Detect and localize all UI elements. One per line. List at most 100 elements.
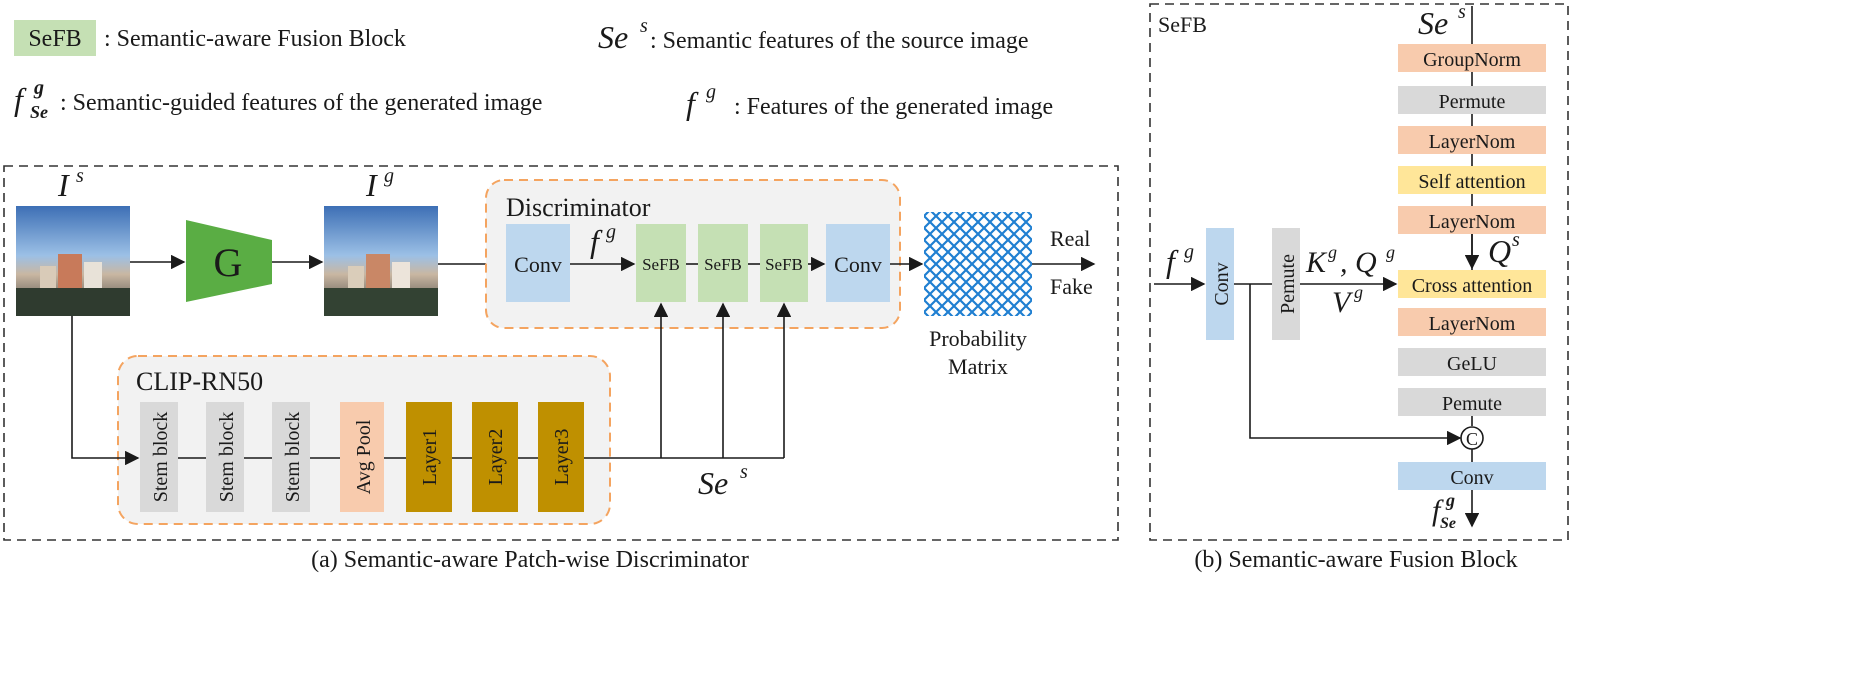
panel-b-title: SeFB bbox=[1158, 12, 1207, 37]
sefb-pemute-vertical bbox=[1272, 228, 1300, 340]
sefb-block-3-label: SeFB bbox=[765, 255, 803, 274]
fseg-legend-sub: Se bbox=[30, 102, 48, 122]
stack-layernorm-2-label: LayerNom bbox=[1429, 211, 1516, 233]
generator-trapezoid bbox=[186, 220, 272, 302]
stack-layernorm-1 bbox=[1398, 126, 1546, 154]
stack-layernorm-1-label: LayerNom bbox=[1429, 131, 1516, 153]
arrow-source-to-clip bbox=[71, 316, 140, 466]
stack-self-attention bbox=[1398, 166, 1546, 194]
kq-mid: , Q bbox=[1340, 246, 1377, 279]
ses-legend-desc: : Semantic features of the source image bbox=[650, 28, 1029, 54]
disc-conv-1 bbox=[506, 224, 570, 302]
fg-legend-symbol: f bbox=[686, 85, 699, 121]
clip-layer1-label: Layer1 bbox=[419, 429, 441, 486]
clip-avg-pool-label: Avg Pool bbox=[353, 419, 375, 494]
sefb-block-1 bbox=[636, 224, 686, 302]
fg-legend-sup: g bbox=[706, 81, 716, 103]
stack-cross-attention-label: Cross attention bbox=[1412, 275, 1533, 297]
panel-b: SeFB Se s GroupNorm Permute LayerNom Sel… bbox=[1149, 1, 1569, 573]
qs-label: Q bbox=[1488, 233, 1511, 269]
sefb-legend-badge bbox=[14, 20, 96, 56]
stack-layernorm-2 bbox=[1398, 206, 1546, 234]
fake-label: Fake bbox=[1050, 274, 1093, 299]
stack-permute bbox=[1398, 86, 1546, 114]
panel-a: I s G I g Discriminator Conv bbox=[3, 165, 1119, 573]
fseg-legend-symbol: f bbox=[14, 81, 27, 117]
generated-image bbox=[324, 206, 438, 316]
source-image-sup: s bbox=[76, 165, 84, 187]
probability-matrix-label-1: Probability bbox=[929, 326, 1027, 351]
stack-groupnorm bbox=[1398, 44, 1546, 72]
probability-matrix bbox=[924, 212, 1032, 316]
clip-layer3-label: Layer3 bbox=[551, 429, 573, 486]
clip-layer3 bbox=[538, 402, 584, 512]
out-sup: g bbox=[1445, 490, 1455, 510]
v-label: V bbox=[1332, 286, 1354, 319]
clip-stem-block-1-label: Stem block bbox=[150, 412, 172, 503]
disc-conv-2 bbox=[826, 224, 890, 302]
clip-stem-block-1 bbox=[140, 402, 178, 512]
fseg-legend-desc: : Semantic-guided features of the genera… bbox=[60, 90, 542, 116]
v-sup: g bbox=[1354, 282, 1363, 302]
sefb-pemute-vertical-label: Pemute bbox=[1277, 254, 1299, 314]
generated-image-sup: g bbox=[384, 165, 394, 187]
clip-layer2 bbox=[472, 402, 518, 512]
probability-matrix-label-2: Matrix bbox=[948, 354, 1008, 379]
ses-label: Se bbox=[698, 465, 728, 501]
clip-title: CLIP-RN50 bbox=[136, 367, 263, 396]
real-label: Real bbox=[1050, 226, 1090, 251]
clip-layer1 bbox=[406, 402, 452, 512]
clip-stem-block-2 bbox=[206, 402, 244, 512]
fg-sup: g bbox=[606, 221, 616, 243]
ses-legend-symbol: Se bbox=[598, 19, 628, 55]
clip-avg-pool bbox=[340, 402, 384, 512]
discriminator-title: Discriminator bbox=[506, 193, 651, 222]
stack-cross-attention bbox=[1398, 270, 1546, 298]
kq-label: K bbox=[1305, 246, 1328, 279]
stack-pemute-label: Pemute bbox=[1442, 393, 1502, 415]
sefb-block-1-label: SeFB bbox=[642, 255, 680, 274]
ses-input-sup: s bbox=[1458, 1, 1466, 23]
stack-layernorm-3-label: LayerNom bbox=[1429, 313, 1516, 335]
sefb-block-2 bbox=[698, 224, 748, 302]
panel-b-caption: (b) Semantic-aware Fusion Block bbox=[1194, 547, 1517, 573]
ses-sup: s bbox=[740, 461, 748, 483]
stack-groupnorm-label: GroupNorm bbox=[1423, 49, 1521, 71]
clip-stem-block-3-label: Stem block bbox=[282, 412, 304, 503]
sefb-stack: GroupNorm Permute LayerNom Self attentio… bbox=[1398, 44, 1546, 416]
fg-legend-desc: : Features of the generated image bbox=[734, 94, 1053, 120]
clip-blocks: Stem block Stem block Stem block Avg Poo… bbox=[140, 402, 584, 512]
stack-permute-label: Permute bbox=[1439, 91, 1506, 113]
source-image bbox=[16, 206, 130, 316]
skip-connection bbox=[1249, 284, 1462, 446]
stack-gelu-label: GeLU bbox=[1447, 353, 1498, 375]
ses-legend-sup: s bbox=[640, 15, 648, 37]
stack-self-attention-label: Self attention bbox=[1418, 171, 1525, 193]
generated-image-label: I bbox=[365, 167, 378, 203]
panel-a-border bbox=[3, 165, 1119, 541]
qs-sup: s bbox=[1512, 229, 1520, 251]
kq-sup-1: g bbox=[1328, 242, 1337, 262]
legend: SeFB : Semantic-aware Fusion Block Se s … bbox=[14, 15, 1053, 122]
stack-gelu bbox=[1398, 348, 1546, 376]
stack-layernorm-3 bbox=[1398, 308, 1546, 336]
fg-input-sup: g bbox=[1184, 241, 1194, 263]
clip-stem-block-2-label: Stem block bbox=[216, 412, 238, 503]
sefb-legend-badge-text: SeFB bbox=[28, 26, 81, 52]
panel-b-border bbox=[1149, 3, 1569, 541]
disc-conv-1-label: Conv bbox=[514, 252, 562, 277]
sefb-conv-vertical bbox=[1206, 228, 1234, 340]
source-image-label: I bbox=[57, 167, 70, 203]
clip-stem-block-3 bbox=[272, 402, 310, 512]
ses-input-label: Se bbox=[1418, 5, 1448, 41]
sefb-out-conv bbox=[1398, 462, 1546, 490]
stack-pemute bbox=[1398, 388, 1546, 416]
fseg-legend-sup: g bbox=[33, 77, 44, 99]
kq-sup-2: g bbox=[1386, 242, 1395, 262]
sefb-legend-desc: : Semantic-aware Fusion Block bbox=[104, 26, 406, 52]
sefb-block-3 bbox=[760, 224, 808, 302]
sefb-out-conv-label: Conv bbox=[1450, 467, 1493, 489]
generator-label: G bbox=[214, 240, 243, 285]
out-sub: Se bbox=[1440, 515, 1456, 532]
